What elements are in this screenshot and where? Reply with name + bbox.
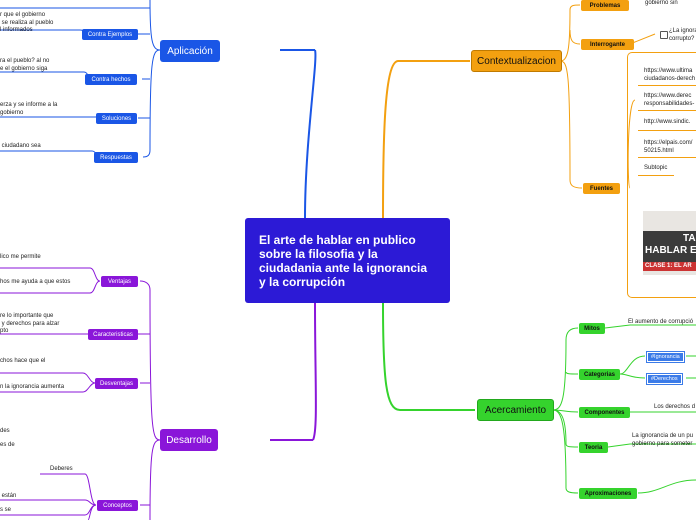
central-line-1: El arte de hablar en publico <box>259 233 438 247</box>
divider <box>638 85 696 86</box>
desarrollo-text-2: hos me ayuda a que estos <box>0 279 70 287</box>
branch-aplicacion[interactable]: Aplicación <box>160 40 220 62</box>
desarrollo-text-1: lico me permite <box>0 254 41 262</box>
subtopic-contra-hechos[interactable]: Contra hechos <box>85 74 137 85</box>
subtopic-problemas[interactable]: Problemas <box>581 0 629 11</box>
divider <box>638 157 696 158</box>
desarrollo-text-6: des <box>0 428 10 436</box>
desarrollo-text-3: re lo importante que y derechos para alz… <box>0 313 59 336</box>
central-line-3: ciudadania ante la ignorancia <box>259 261 438 275</box>
central-line-4: y la corrupción <box>259 275 438 289</box>
divider <box>638 175 674 176</box>
problemas-text: gobierno sin <box>645 0 678 8</box>
subtopic-teoria[interactable]: Teoria <box>579 442 608 453</box>
subtopic-respuestas[interactable]: Respuestas <box>94 152 138 163</box>
fuente-subtopic[interactable]: Subtopic <box>644 165 667 173</box>
central-topic[interactable]: El arte de hablar en publico sobre la fi… <box>245 218 450 303</box>
subtopic-soluciones[interactable]: Soluciones <box>96 113 137 124</box>
aplicacion-text-3: erza y se informe a la gobierno <box>0 102 57 117</box>
banner-text-3: CLASE 1: EL AR <box>643 262 696 271</box>
desarrollo-text-4: chos hace que el <box>0 358 45 366</box>
subtopic-caracteristicas[interactable]: Caracteristicas <box>88 329 138 340</box>
fuente-link-4[interactable]: https://elpais.com/ 50215.html <box>644 140 692 155</box>
course-banner-image: TA HABLAR E CLASE 1: EL AR <box>643 211 696 275</box>
checkbox-icon[interactable] <box>660 31 668 39</box>
tag-ignorancia[interactable]: #Ignorancia <box>647 352 684 362</box>
aplicacion-text-1: r que el gobierno se realiza al pueblo l… <box>0 12 53 35</box>
desarrollo-text-5: n la ignorancia aumenta <box>0 384 64 392</box>
subtopic-ventajas[interactable]: Ventajas <box>101 276 138 287</box>
subtopic-contra-ejemplos[interactable]: Contra Ejemplos <box>82 29 138 40</box>
central-line-2: sobre la filosofia y la <box>259 247 438 261</box>
subtopic-aproximaciones[interactable]: Aproximaciones <box>579 488 637 499</box>
divider <box>638 130 696 131</box>
teoria-text: La ignorancia de un pu gobierno para som… <box>632 433 693 448</box>
branch-acercamiento[interactable]: Acercamiento <box>477 399 554 421</box>
desarrollo-text-7: es de <box>0 442 15 450</box>
branch-desarrollo[interactable]: Desarrollo <box>160 429 218 451</box>
fuente-link-2[interactable]: https://www.derec responsabilidades- <box>644 93 694 108</box>
aplicacion-text-4: ciudadano sea <box>0 143 41 151</box>
banner-text-1: TA <box>683 233 696 244</box>
mitos-text: El aumento de corrupció <box>628 319 693 327</box>
subtopic-componentes[interactable]: Componentes <box>579 407 630 418</box>
fuente-link-3[interactable]: http://www.sindic. <box>644 119 690 127</box>
aplicacion-text-2: ra el pueblo? al no e el gobierno siga <box>0 58 49 73</box>
subtopic-mitos[interactable]: Mitos <box>579 323 605 334</box>
subtopic-categorias[interactable]: Categorias <box>579 369 620 380</box>
tag-derechos[interactable]: #Derechos <box>647 374 682 384</box>
subtopic-interrogante[interactable]: Interrogante <box>581 39 634 50</box>
desarrollo-text-deberes: Deberes <box>50 466 73 474</box>
divider <box>638 110 696 111</box>
componentes-text: Los derechos d <box>654 404 695 412</box>
subtopic-desventajas[interactable]: Desventajas <box>95 378 138 389</box>
desarrollo-text-9: s se <box>0 507 11 515</box>
banner-text-2: HABLAR E <box>645 245 696 256</box>
desarrollo-text-8: están <box>0 493 16 501</box>
branch-contextualizacion[interactable]: Contextualizacion <box>471 50 562 72</box>
interrogante-text: ¿La ignora corrupto? <box>669 28 696 43</box>
subtopic-fuentes[interactable]: Fuentes <box>583 183 620 194</box>
subtopic-conceptos[interactable]: Conceptos <box>97 500 138 511</box>
fuente-link-1[interactable]: https://www.ultima ciudadanos-derech <box>644 68 695 83</box>
